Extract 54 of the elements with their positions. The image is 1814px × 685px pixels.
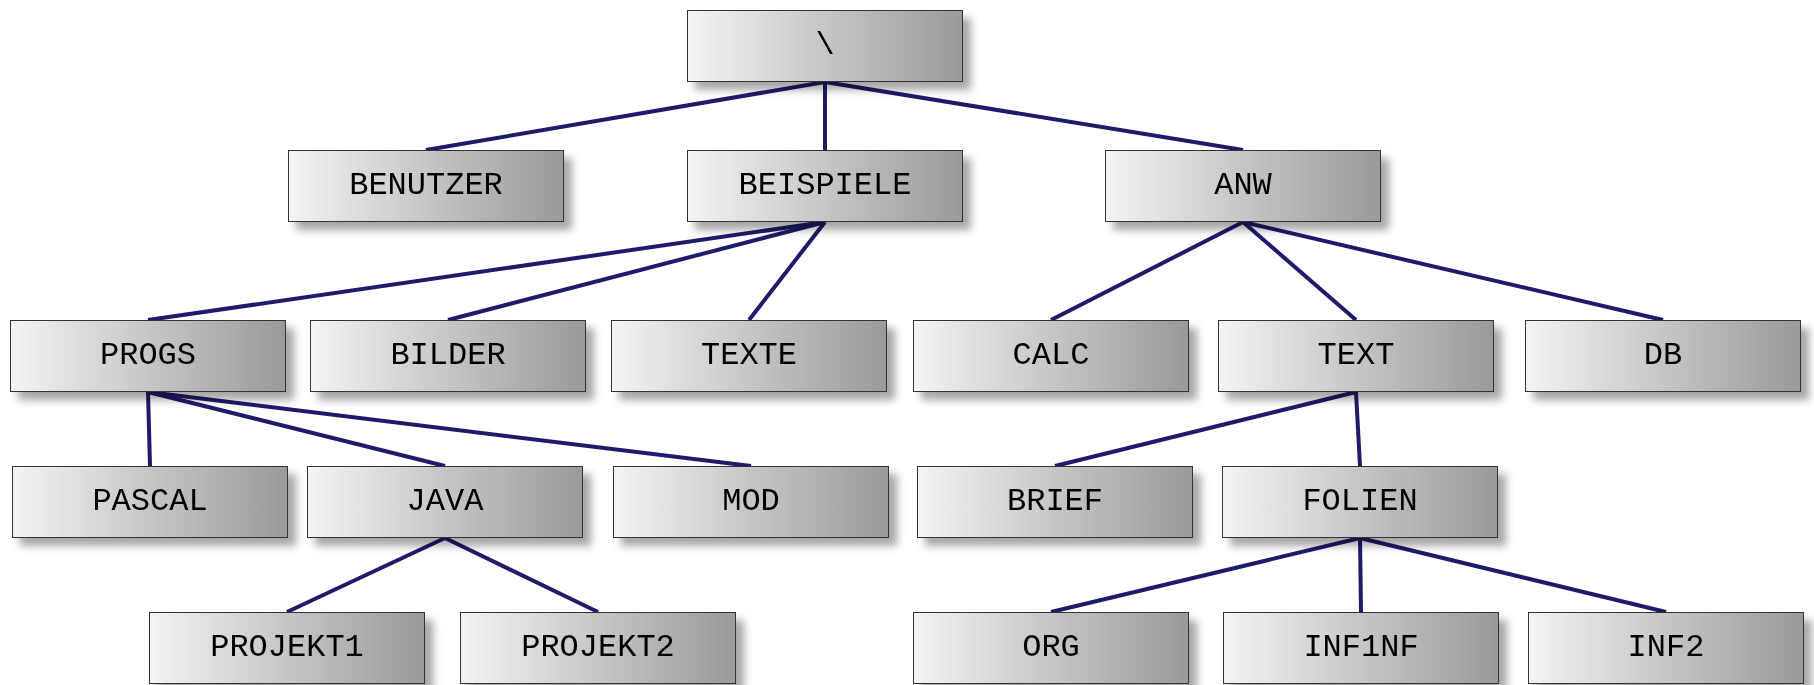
connector-line — [1359, 536, 1667, 614]
folder-box — [913, 320, 1189, 392]
folder-name: PROJEKT1 — [210, 632, 364, 664]
folder-box — [1528, 612, 1804, 684]
connector-line — [146, 391, 152, 467]
folder-name: BENUTZER — [349, 170, 503, 202]
connector-line — [824, 80, 1244, 152]
folder-name: PROGS — [100, 340, 196, 372]
folder-name: FOLIEN — [1302, 486, 1418, 518]
folder-name: DB — [1643, 340, 1683, 372]
folder-box — [1525, 320, 1801, 392]
folder-name: INF2 — [1627, 632, 1705, 664]
folder-box — [917, 466, 1193, 538]
connector-line — [286, 536, 446, 614]
connector-line — [1354, 391, 1362, 467]
folder-name: ANW — [1214, 170, 1272, 202]
folder-name: BILDER — [390, 340, 506, 372]
folder-box — [288, 150, 564, 222]
folder-name: TEXTE — [701, 340, 797, 372]
connector-line — [1050, 536, 1361, 614]
folder-name: CALC — [1012, 340, 1090, 372]
connector-line — [747, 220, 827, 322]
folder-box — [913, 612, 1189, 684]
folder-box — [149, 612, 425, 684]
folder-name: PASCAL — [92, 486, 208, 518]
folder-box — [10, 320, 286, 392]
folder-name: ORG — [1022, 632, 1080, 664]
folder-box — [12, 466, 288, 538]
folder-box — [1105, 150, 1381, 222]
connector-line — [425, 80, 826, 152]
connector-line — [1054, 390, 1357, 468]
folder-box — [687, 150, 963, 222]
folder-box — [460, 612, 736, 684]
folder-box — [1218, 320, 1494, 392]
folder-name: BRIEF — [1007, 486, 1103, 518]
folder-box — [1223, 612, 1499, 684]
folder-name: BEISPIELE — [738, 170, 912, 202]
folder-box — [1222, 466, 1498, 538]
connector-line — [147, 390, 752, 468]
folder-name: \ — [815, 30, 835, 62]
folder-box — [310, 320, 586, 392]
connector-line — [444, 536, 599, 614]
connector-line — [1050, 220, 1244, 322]
folder-box — [611, 320, 887, 392]
folder-box — [687, 10, 963, 82]
connector-line — [1358, 537, 1363, 613]
folder-name: JAVA — [406, 486, 484, 518]
connector-line — [823, 82, 827, 150]
folder-name: INF1NF — [1303, 632, 1419, 664]
folder-name: MOD — [722, 486, 780, 518]
folder-name: TEXT — [1317, 340, 1395, 372]
folder-name: PROJEKT2 — [521, 632, 675, 664]
folder-box — [307, 466, 583, 538]
folder-box — [613, 466, 889, 538]
